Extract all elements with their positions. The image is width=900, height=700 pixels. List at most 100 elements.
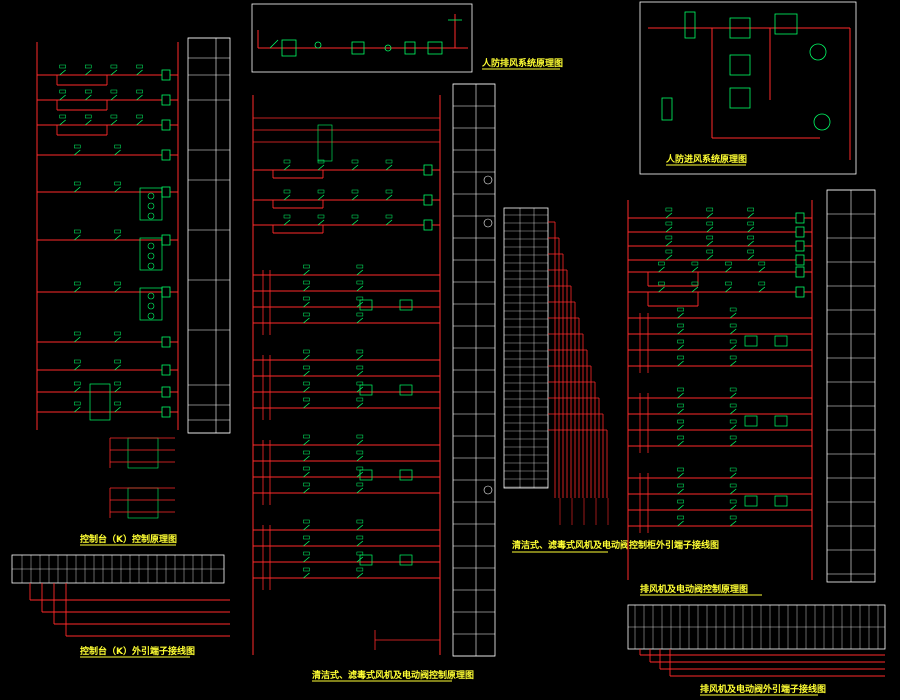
indicator-lamp [147, 212, 155, 220]
contact-tag [677, 339, 684, 344]
contact-symbol [114, 149, 121, 156]
contact-tag [351, 159, 359, 164]
contact-symbol [677, 520, 684, 527]
contact-tag [691, 281, 699, 286]
relay-coil [423, 164, 433, 176]
contact-symbol [110, 119, 118, 126]
contact-symbol [303, 524, 310, 531]
contact-tag [729, 419, 737, 424]
control-panel-schematic: 控制台（K）控制原理图 控制台（K）外引端子接线图 [11, 37, 231, 658]
control-panel-schematic-title: 控制台（K）控制原理图 [80, 533, 177, 545]
contact-tag [356, 365, 364, 370]
contact-symbol [677, 472, 684, 479]
contact-symbol [356, 317, 364, 324]
contact-symbol [356, 572, 364, 579]
clean-type-fan-control-title: 清洁式、滤毒式风机及电动阀控制原理图 [312, 669, 474, 681]
contact-tag [758, 281, 766, 286]
contact-tag [658, 281, 665, 286]
contact-symbol [729, 360, 737, 367]
contact-tag [85, 89, 92, 94]
contact-tag [356, 567, 364, 572]
contact-tag [303, 397, 310, 402]
relay-coil [161, 149, 171, 161]
contact-tag [110, 89, 118, 94]
contact-symbol [114, 234, 121, 241]
indicator-lamp [147, 312, 155, 320]
contact-tag [303, 349, 310, 354]
contact-tag [356, 466, 364, 471]
contact-symbol [74, 149, 81, 156]
relay-coil [161, 119, 171, 131]
contact-symbol [351, 194, 359, 201]
contact-symbol [356, 455, 364, 462]
relay-coil [774, 415, 788, 427]
contact-symbol [351, 219, 359, 226]
contact-symbol [85, 69, 92, 76]
contact-tag [356, 535, 364, 540]
clean-type-terminal-title: 清洁式、滤毒式风机及电动阀控制柜外引端子接线图 [512, 539, 719, 551]
contact-tag [136, 114, 143, 119]
lamp-group [139, 287, 163, 321]
contact-symbol [677, 440, 684, 447]
contact-tag [283, 159, 291, 164]
contact-tag [665, 221, 673, 226]
relay-coil [744, 495, 758, 507]
contact-symbol [356, 285, 364, 292]
contact-symbol [283, 194, 291, 201]
contact-tag [356, 349, 364, 354]
contact-symbol [136, 119, 143, 126]
contact-tag [725, 281, 732, 286]
contact-symbol [677, 504, 684, 511]
relay-coil [359, 299, 373, 311]
contact-tag [114, 181, 121, 186]
contact-symbol [385, 194, 393, 201]
contact-symbol [725, 266, 732, 273]
contact-symbol [729, 424, 737, 431]
contact-symbol [303, 285, 310, 292]
contact-symbol [677, 312, 684, 319]
relay-coil [423, 194, 433, 206]
contact-symbol [729, 472, 737, 479]
contact-tag [356, 397, 364, 402]
relay-coil [161, 186, 171, 198]
contact-symbol [303, 455, 310, 462]
contact-tag [677, 419, 684, 424]
contact-tag [729, 323, 737, 328]
contact-tag [677, 483, 684, 488]
contact-symbol [303, 556, 310, 563]
contact-tag [317, 214, 325, 219]
contact-symbol [706, 226, 714, 233]
contact-tag [729, 307, 737, 312]
contact-tag [114, 281, 121, 286]
contact-tag [729, 483, 737, 488]
contact-symbol [677, 424, 684, 431]
contact-tag [677, 355, 684, 360]
contact-symbol [114, 286, 121, 293]
clean-type-fan-control-schematic: 清洁式、滤毒式风机及电动阀控制原理图 [252, 83, 496, 682]
exhaust-fan-terminal-title: 排风机及电动阀外引端子接线图 [700, 683, 826, 695]
contact-tag [758, 261, 766, 266]
contact-symbol [74, 286, 81, 293]
contact-symbol [665, 212, 673, 219]
contact-symbol [691, 286, 699, 293]
control-panel-terminal-title: 控制台（K）外引端子接线图 [80, 645, 195, 657]
contact-symbol [729, 520, 737, 527]
contact-tag [303, 551, 310, 556]
contact-symbol [303, 354, 310, 361]
contact-tag [356, 280, 364, 285]
fuse-block [127, 487, 159, 519]
contact-tag [356, 434, 364, 439]
relay-coil [359, 554, 373, 566]
contact-symbol [725, 286, 732, 293]
contact-symbol [303, 269, 310, 276]
contact-tag [747, 249, 754, 254]
contact-tag [114, 331, 121, 336]
indicator-lamp [147, 252, 155, 260]
lamp-group [139, 237, 163, 271]
contact-symbol [356, 439, 364, 446]
contact-tag [114, 359, 121, 364]
contact-tag [385, 189, 393, 194]
info-marker [483, 175, 493, 185]
contact-tag [59, 89, 66, 94]
